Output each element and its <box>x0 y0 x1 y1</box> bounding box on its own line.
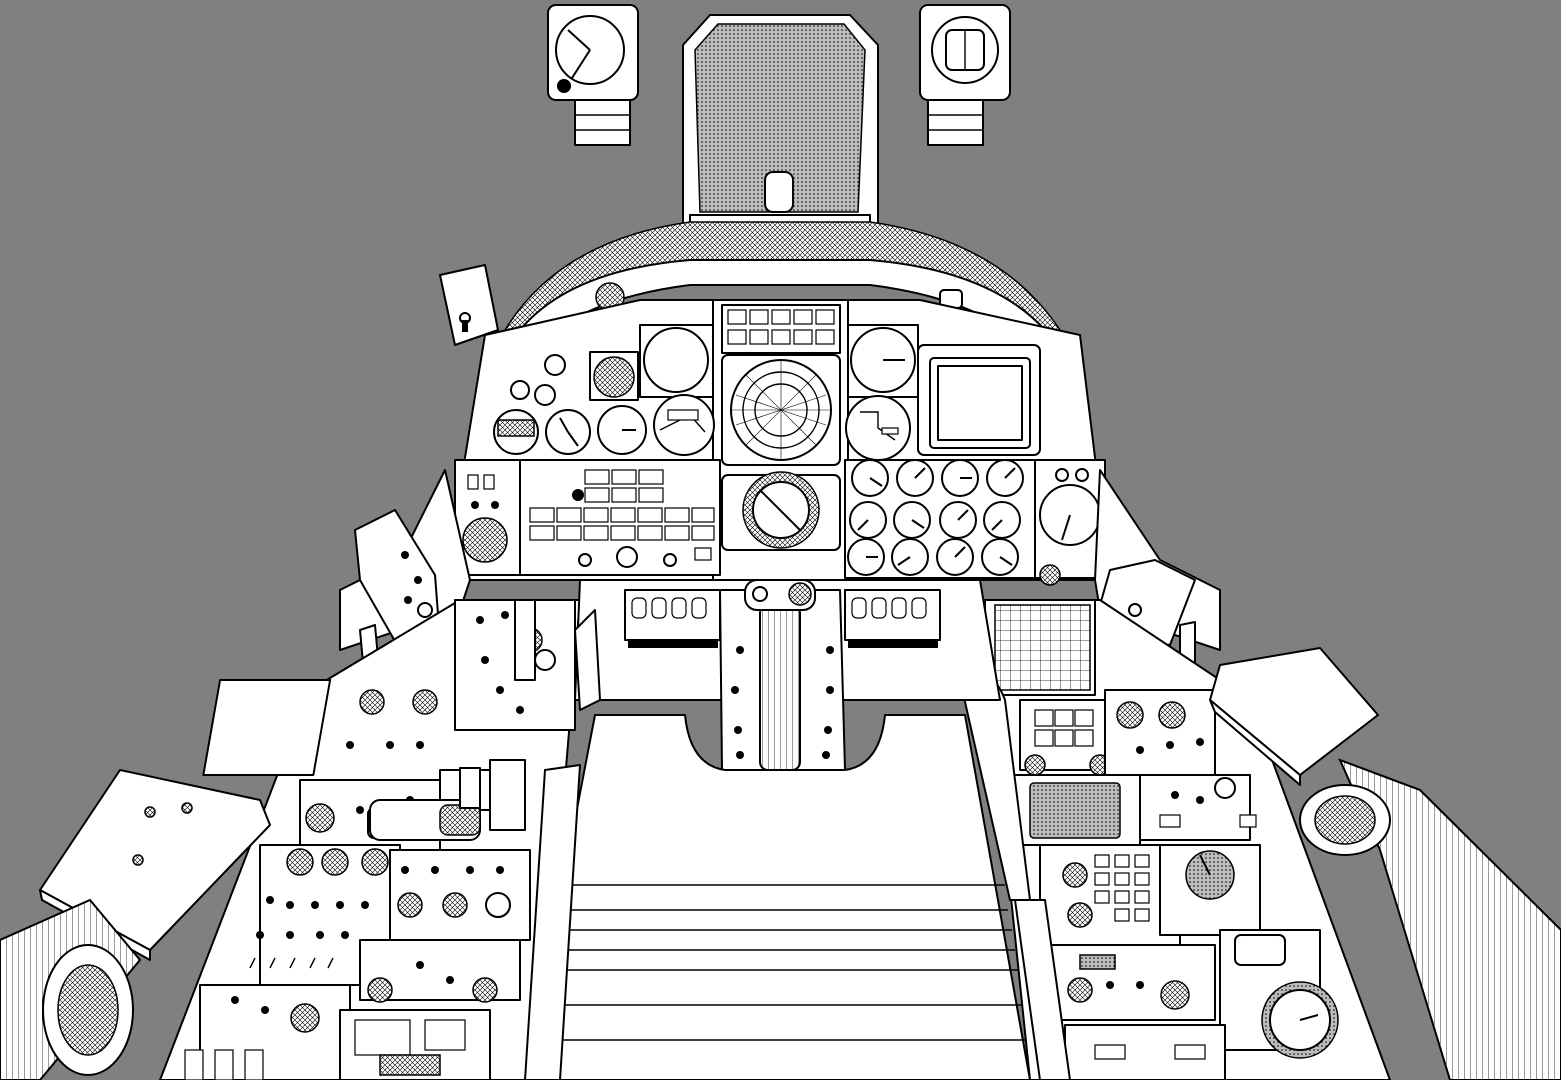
right-flight-gauges <box>845 324 919 461</box>
left-console <box>159 599 581 1080</box>
throttle-icon[interactable] <box>369 599 536 841</box>
attitude-indicator <box>721 354 841 466</box>
engine-gauges <box>844 459 1036 579</box>
mfd-display <box>917 344 1041 456</box>
right-arm-module <box>1209 647 1561 1080</box>
control-stick[interactable] <box>744 579 816 771</box>
left-upper-gauge <box>547 4 639 146</box>
left-pod <box>439 264 499 346</box>
left-arm-module <box>0 769 271 1080</box>
center-key-grid <box>727 309 835 345</box>
left-flight-gauges <box>493 324 715 456</box>
clock-panel <box>1034 459 1106 586</box>
warning-lights <box>529 469 715 541</box>
keypad-grid <box>994 604 1091 691</box>
right-upper-gauge <box>919 4 1011 146</box>
hud <box>682 14 879 256</box>
seat-floor <box>524 609 1031 1080</box>
left-switch-panel <box>454 459 721 576</box>
hsi-indicator <box>721 471 841 551</box>
front-panel <box>444 299 1111 586</box>
right-console <box>959 599 1391 1080</box>
